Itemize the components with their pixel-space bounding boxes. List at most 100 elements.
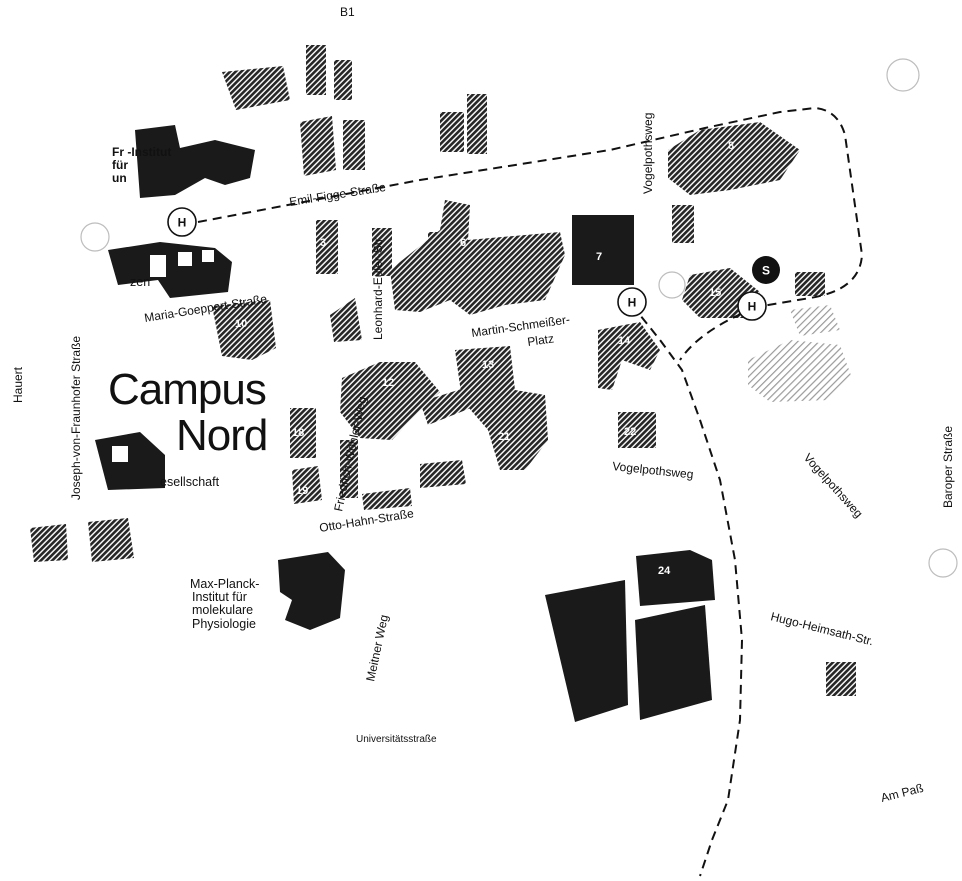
building-top-left[interactable] (222, 66, 290, 110)
building-19[interactable] (292, 466, 322, 504)
building-24[interactable] (636, 550, 715, 606)
building-row2-a[interactable] (300, 116, 336, 176)
building-22[interactable] (618, 412, 656, 448)
building-6-complex[interactable] (390, 200, 565, 315)
institute-fraunhofer-line1: Fr -Institut (112, 145, 171, 159)
building-5[interactable] (428, 232, 450, 262)
stop-s1-label: S (762, 264, 770, 278)
street-b1: B1 (340, 5, 355, 19)
building-number-6: 6 (460, 237, 466, 249)
faded-stop-ne (886, 58, 920, 92)
street-baroper: Baroper Straße (941, 426, 955, 508)
fraunhofer-building[interactable] (135, 125, 255, 198)
building-number-24: 24 (658, 565, 671, 577)
faded-stop-east (928, 548, 958, 578)
building-hugo[interactable] (826, 662, 856, 696)
stop-h1[interactable]: H (167, 207, 197, 237)
building-number-3: 3 (320, 237, 326, 249)
building-11[interactable] (330, 298, 362, 342)
building-20[interactable] (362, 488, 412, 510)
solid-buildings (95, 125, 715, 722)
institute-mpi-line2: Institut für (192, 590, 247, 604)
street-martin-schmeisser-2: Platz (526, 331, 554, 349)
building-13-21[interactable] (455, 346, 548, 470)
building-number-8: 8 (728, 140, 734, 152)
building-number-19: 19 (296, 485, 308, 497)
building-top-mid[interactable] (306, 45, 326, 95)
building-18[interactable] (290, 408, 316, 458)
building-row2-d[interactable] (467, 94, 487, 154)
building-19b[interactable] (340, 440, 358, 498)
institute-mpi-line3: molekulare (192, 603, 253, 617)
street-emil-figge: Emil-Figge-Straße (288, 180, 387, 209)
faded-stop-west (80, 222, 110, 252)
bus-route (197, 106, 864, 877)
hatched-buildings (30, 45, 856, 696)
street-vogelpothsweg-top: Vogelpothsweg (641, 113, 655, 194)
street-universitaets: Universitätsstraße (356, 734, 437, 745)
faded-stop-center (658, 271, 686, 299)
building-row2-b[interactable] (343, 120, 365, 170)
institute-fraunhofer-line2: für (112, 158, 128, 172)
stop-h3[interactable]: H (737, 291, 767, 321)
campus-title-line1: Campus (108, 365, 266, 414)
building-number-12: 12 (382, 377, 394, 389)
building-23[interactable] (420, 460, 466, 488)
building-number-13: 13 (482, 359, 494, 371)
building-far-left-a[interactable] (30, 524, 68, 562)
campus-title: Campus Nord (108, 365, 268, 460)
zentrum-window-a (150, 255, 166, 277)
building-number-14: 14 (618, 335, 631, 347)
stop-h2-label: H (628, 296, 637, 310)
building-row2-c[interactable] (440, 112, 464, 152)
campus-title-line2: Nord (176, 411, 267, 460)
building-euler-a[interactable] (372, 228, 392, 276)
building-7[interactable] (572, 215, 634, 285)
street-am-pass: Am Paß (879, 781, 924, 805)
building-number-18: 18 (292, 427, 304, 439)
building-number-22: 22 (624, 426, 636, 438)
zentrum-building[interactable] (108, 242, 232, 298)
zentrum-window-c (202, 250, 214, 262)
institute-zentrum: zen (130, 275, 150, 289)
institute-fraunhofer-line3: un (112, 171, 127, 185)
gesellschaft-building[interactable] (95, 432, 165, 490)
building-top-mid2[interactable] (334, 60, 352, 100)
building-number-10: 10 (235, 318, 247, 330)
street-vogelpothsweg-mid: Vogelpothsweg (612, 459, 694, 481)
building-hall-left[interactable] (545, 580, 628, 722)
building-8[interactable] (668, 122, 800, 195)
gesellschaft-window (112, 446, 128, 462)
institute-mpi-line1: Max-Planck- (190, 577, 259, 591)
street-meitner: Meitner Weg (363, 613, 391, 682)
building-16[interactable] (795, 272, 825, 296)
building-hall-right[interactable] (635, 605, 712, 720)
max-planck-building[interactable] (278, 552, 345, 630)
zentrum-window-b (178, 252, 192, 266)
institute-gesellschaft: esellschaft (160, 475, 220, 489)
building-left-mid[interactable] (316, 220, 338, 274)
stop-h1-label: H (178, 216, 187, 230)
street-joseph-fraunhofer: Joseph-von-Fraunhofer Straße (69, 336, 83, 500)
building-12[interactable] (340, 362, 440, 440)
stop-h3-label: H (748, 300, 757, 314)
building-9[interactable] (672, 205, 694, 243)
building-number-15: 15 (709, 287, 721, 299)
institute-mpi-line4: Physiologie (192, 617, 256, 631)
faded-building-east-b (790, 305, 840, 336)
faded-stops (80, 58, 958, 578)
street-hugo-heimsath: Hugo-Heimsath-Str. (769, 609, 875, 648)
stop-h2[interactable]: H (617, 287, 647, 317)
building-numbers: 6 7 8 10 12 13 14 15 18 19 21 22 24 3 (235, 140, 734, 577)
street-leonhard-euler: Leonhard-Euler-Str (371, 238, 385, 340)
stop-s1[interactable]: S (752, 256, 780, 284)
building-14[interactable] (598, 322, 660, 390)
faded-building-east (748, 340, 852, 402)
street-hauert: Hauert (11, 366, 25, 403)
building-number-21: 21 (498, 431, 510, 443)
building-far-left-b[interactable] (88, 518, 134, 562)
faded-buildings (748, 305, 852, 402)
institute-labels: Fr -Institut für un zen esellschaft Max-… (112, 145, 259, 631)
building-10[interactable] (212, 300, 276, 360)
